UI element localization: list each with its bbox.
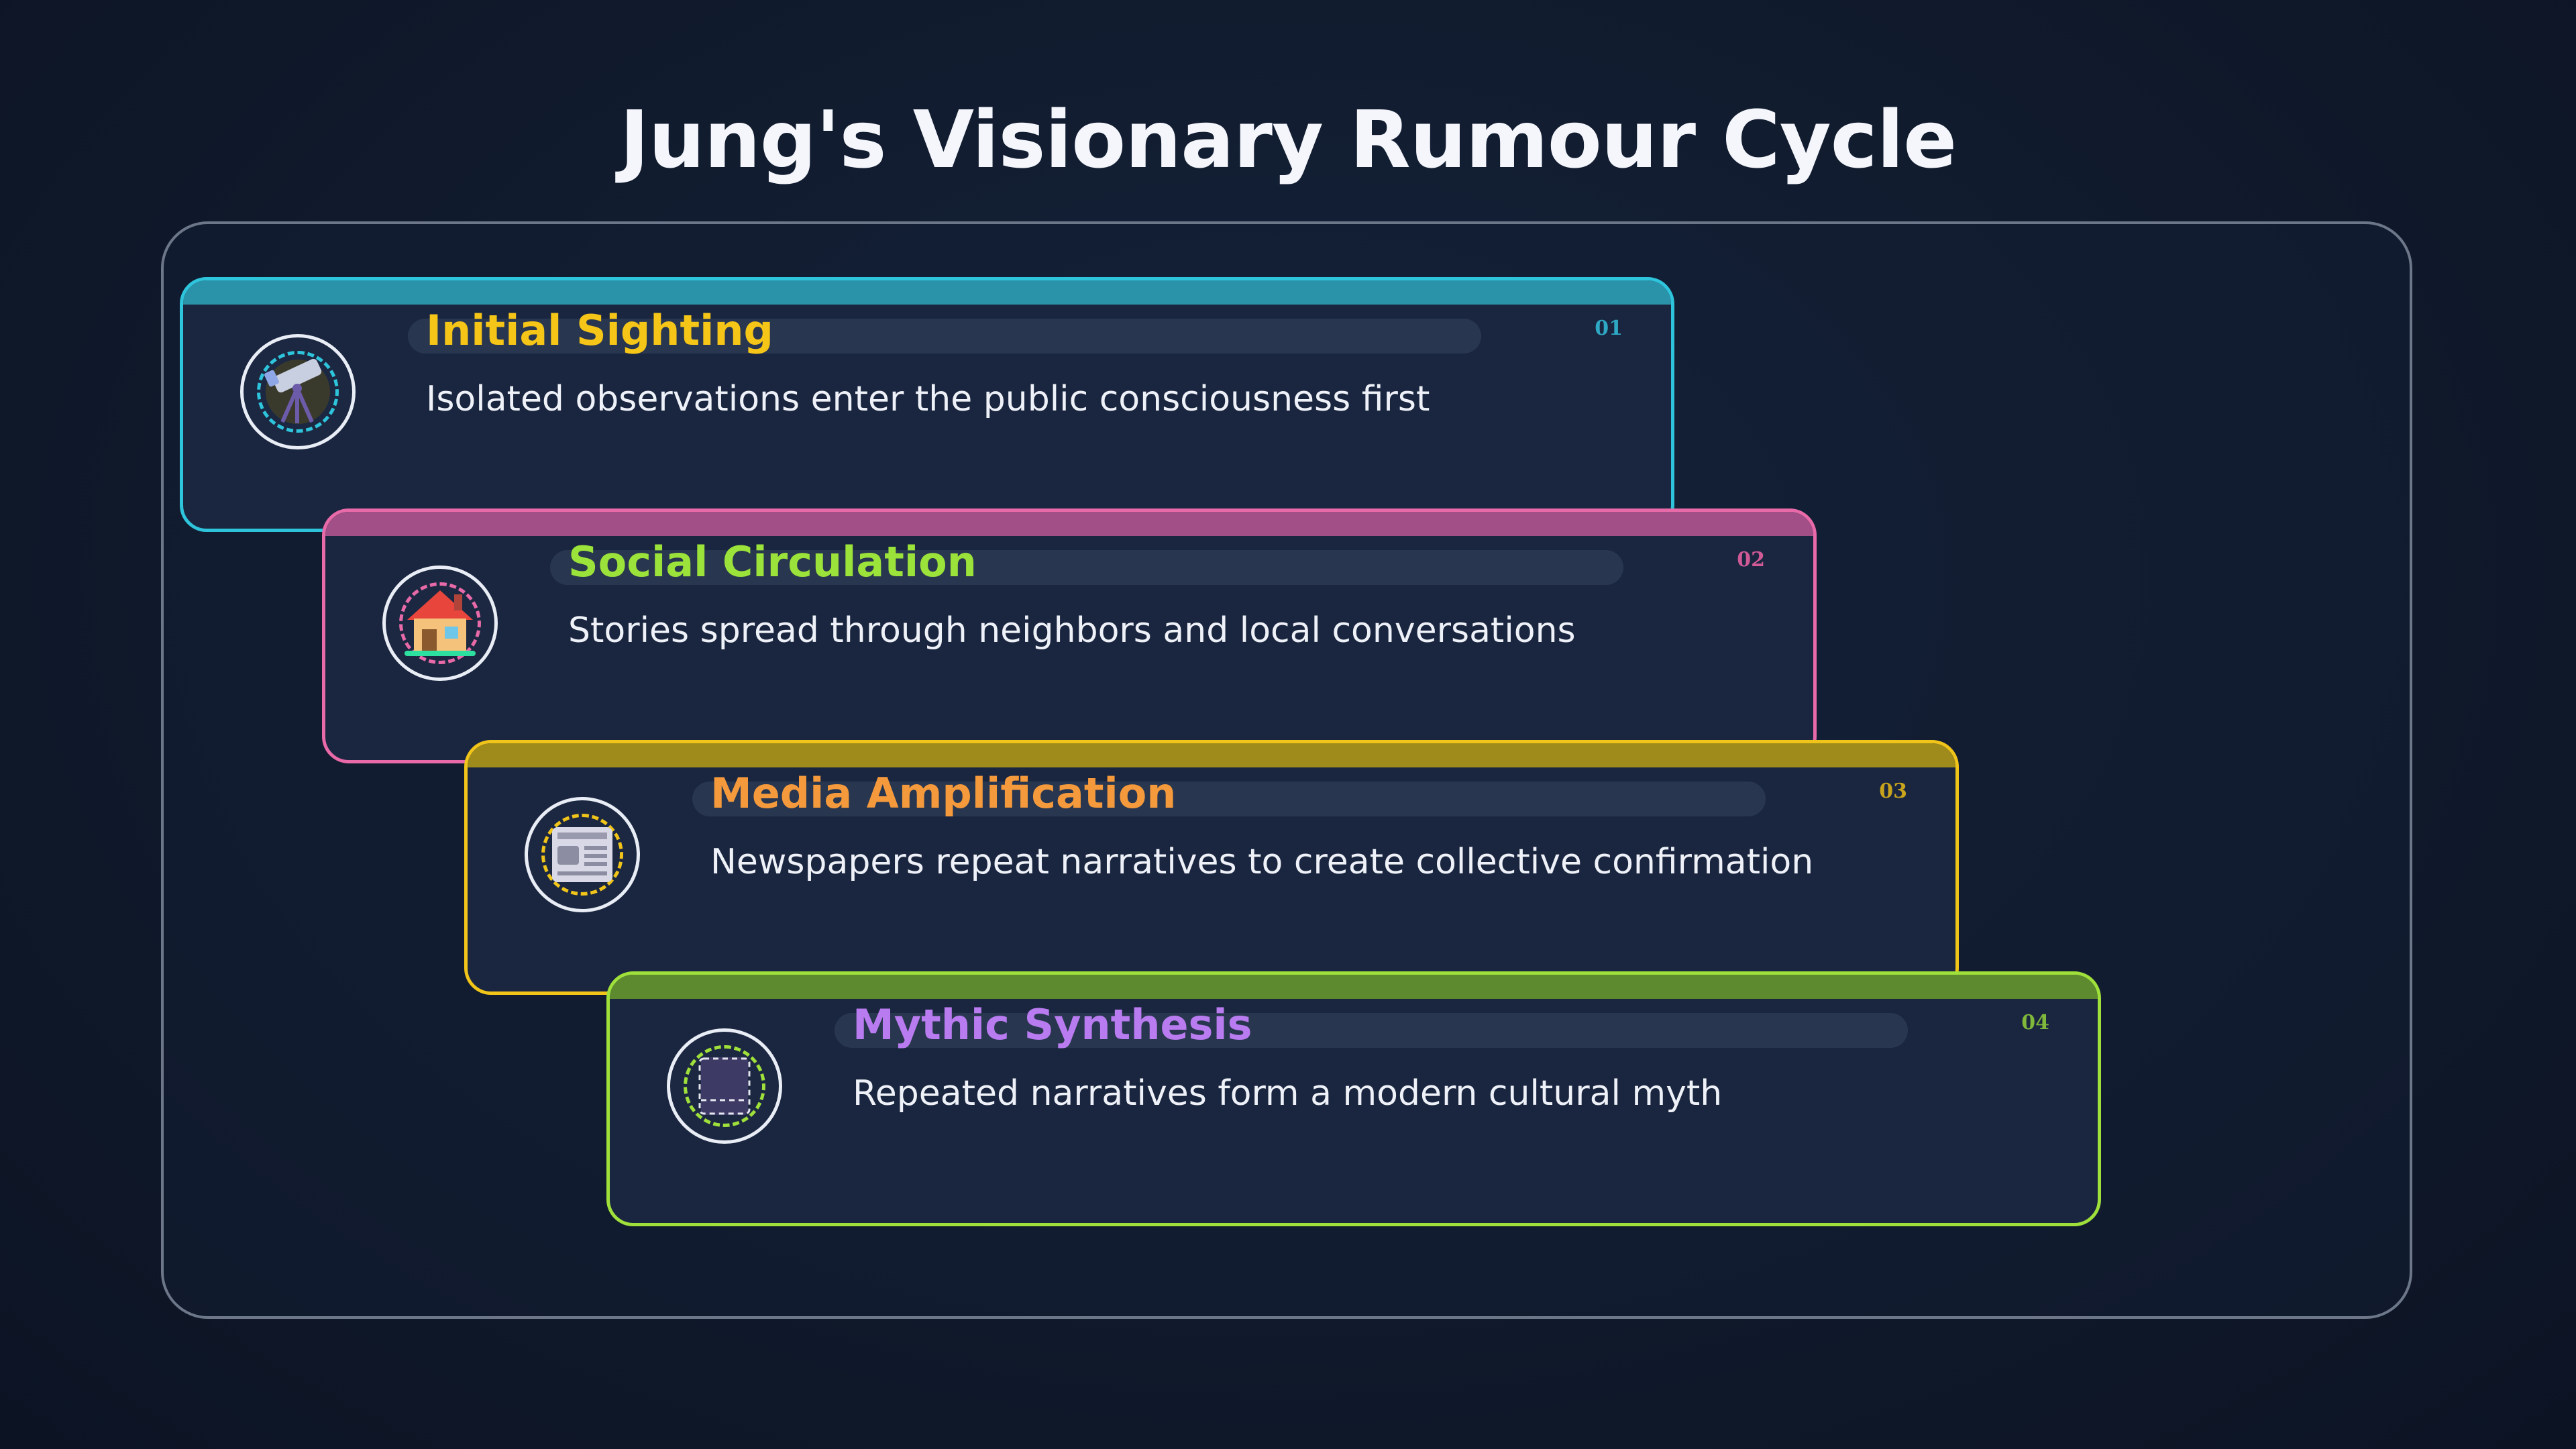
- stage-icon-badge: [525, 797, 640, 912]
- stage-number: 03: [1879, 780, 1907, 803]
- stage-header-band: [610, 975, 2098, 999]
- heading-underlay: [835, 1013, 1908, 1048]
- stage-description: Newspapers repeat narratives to create c…: [710, 842, 1814, 882]
- stage-description: Stories spread through neighbors and loc…: [568, 610, 1576, 651]
- stage-header-band: [325, 512, 1813, 536]
- stage-number: 01: [1595, 317, 1623, 340]
- newspaper-icon: [552, 827, 612, 882]
- stage-icon-badge: [667, 1028, 782, 1144]
- heading-underlay: [550, 550, 1623, 585]
- page-title: Jung's Visionary Rumour Cycle: [619, 93, 1957, 186]
- stage-icon-badge: [240, 334, 356, 449]
- stage-heading: Social Circulation: [568, 537, 977, 586]
- house-icon: [405, 590, 476, 656]
- stage-icon-badge: [382, 566, 498, 681]
- stage-header-band: [183, 280, 1671, 305]
- stage-heading: Media Amplification: [710, 769, 1177, 818]
- stage-card-initial-sighting: Initial Sighting Isolated observations e…: [180, 277, 1674, 532]
- stage-card-mythic-synthesis: Mythic Synthesis Repeated narratives for…: [606, 971, 2101, 1226]
- stage-description: Isolated observations enter the public c…: [426, 379, 1430, 419]
- stage-number: 02: [1737, 548, 1765, 572]
- stage-heading: Initial Sighting: [426, 306, 773, 355]
- telescope-icon: [264, 358, 330, 424]
- stage-description: Repeated narratives form a modern cultur…: [853, 1073, 1723, 1114]
- heading-underlay: [692, 782, 1766, 816]
- stage-heading: Mythic Synthesis: [853, 1000, 1252, 1049]
- stage-header-band: [468, 743, 1955, 767]
- stage-card-media-amplification: Media Amplification Newspapers repeat na…: [464, 740, 1959, 995]
- heading-underlay: [408, 319, 1481, 354]
- stage-number: 04: [2021, 1011, 2049, 1034]
- stage-card-social-circulation: Social Circulation Stories spread throug…: [322, 508, 1817, 763]
- myth-scroll-icon: [698, 1057, 751, 1115]
